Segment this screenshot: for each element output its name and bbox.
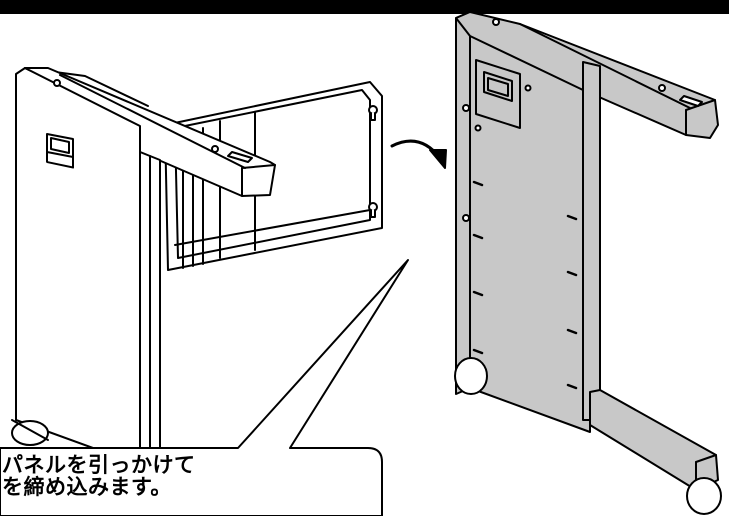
left-top-beam: [24, 67, 276, 197]
left-vertical-leg: [139, 151, 161, 516]
top-black-bar: [0, 0, 729, 14]
callout-line-2: を締め込みます。: [2, 475, 172, 499]
panel-slots: [472, 180, 578, 390]
panel-screws: [462, 84, 532, 222]
left-stand-drawing: [11, 67, 383, 516]
panel-label-plate: [475, 59, 521, 129]
caster-wheel-icon: [11, 419, 49, 446]
right-vertical-leg: [582, 61, 601, 421]
caster-wheel-icon: [454, 357, 722, 515]
left-front-panel: [15, 67, 149, 469]
callout-text: パネルを引っかけて を締め込みます。: [2, 454, 196, 498]
keyhole-icon: [368, 105, 378, 218]
curved-arrow-icon: [390, 139, 447, 169]
callout-line-1: パネルを引っかけて: [2, 453, 196, 477]
right-stand-drawing: [454, 11, 722, 515]
callout-bubble: [0, 259, 409, 516]
right-bottom-leg: [589, 389, 719, 491]
